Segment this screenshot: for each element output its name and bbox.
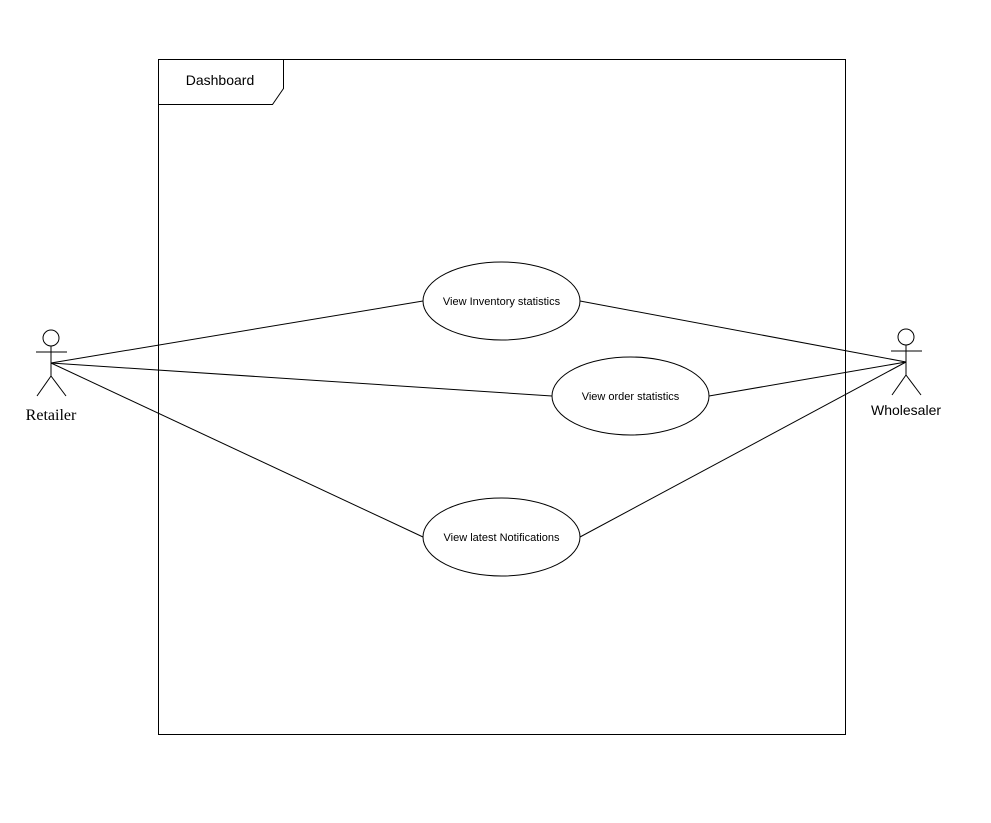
- system-boundary: [158, 59, 846, 735]
- frame-label: Dashboard: [186, 72, 255, 88]
- actor-retailer[interactable]: Retailer: [26, 329, 77, 424]
- frame-label-tab: [158, 59, 284, 105]
- system-frame: Dashboard: [158, 59, 846, 735]
- association-wholesaler-notifications: [579, 361, 907, 538]
- actor-label: Retailer: [26, 407, 77, 424]
- use-case-notifications[interactable]: View latest Notifications: [422, 497, 581, 577]
- use-case-ellipse: [422, 497, 581, 577]
- use-case-label: View order statistics: [582, 391, 680, 403]
- association-retailer-notifications: [50, 362, 424, 538]
- stick-figure-icon: [891, 328, 922, 396]
- actor-wholesaler[interactable]: Wholesaler: [871, 328, 941, 418]
- use-case-orders[interactable]: View order statistics: [551, 356, 710, 436]
- use-case-inventory[interactable]: View Inventory statistics: [422, 261, 581, 341]
- use-case-label: View Inventory statistics: [443, 296, 561, 308]
- association-retailer-inventory: [50, 300, 424, 364]
- associations: [50, 300, 907, 538]
- use-case-ellipse: [422, 261, 581, 341]
- association-wholesaler-inventory: [579, 300, 907, 363]
- use-case-label: View latest Notifications: [444, 532, 560, 544]
- actor-label: Wholesaler: [871, 402, 941, 418]
- use-case-ellipse: [551, 356, 710, 436]
- stick-figure-icon: [36, 329, 67, 397]
- association-wholesaler-orders: [708, 361, 907, 397]
- association-retailer-orders: [50, 362, 553, 397]
